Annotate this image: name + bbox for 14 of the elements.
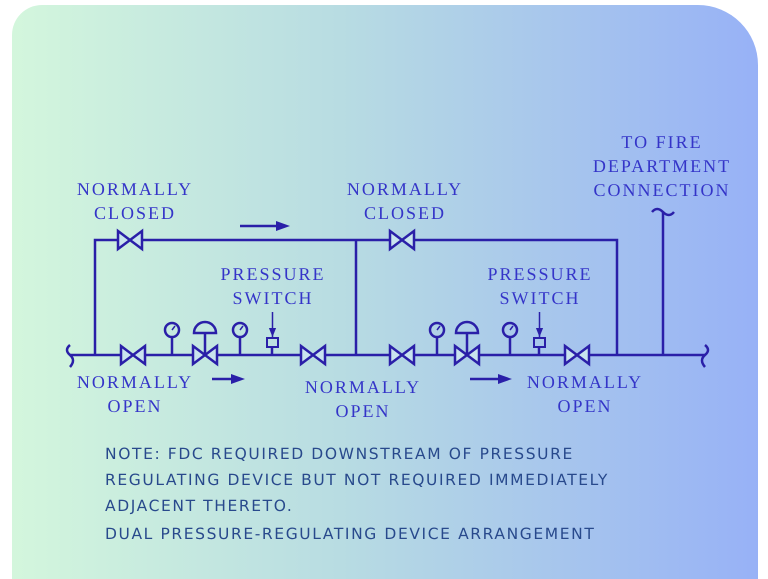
switch-label: PRESSURE SWITCH [198,262,348,310]
caption: DUAL PRESSURE-REGULATING DEVICE ARRANGEMENT [105,524,596,545]
leader-arrow [536,312,544,337]
connection-label: TO FIRE DEPARTMENT CONNECTION [592,131,732,202]
valve-label: NORMALLY OPEN [304,376,422,423]
valve-label: NORMALLY CLOSED [346,178,464,225]
pressure-switch-symbol [266,337,279,348]
pressure-switch-symbol [533,337,546,348]
switch-label: PRESSURE SWITCH [465,262,615,310]
valve-label: NORMALLY OPEN [526,371,644,418]
leader-arrow [268,312,276,337]
note-text: NOTE: FDC REQUIRED DOWNSTREAM OF PRESSURE REGULATING DEVICE BUT NOT REQUIRED IMMEDIATELY ADJACENT THERETO. [105,444,610,517]
valve-label: NORMALLY CLOSED [76,178,194,225]
valve-label: NORMALLY OPEN [76,371,194,418]
